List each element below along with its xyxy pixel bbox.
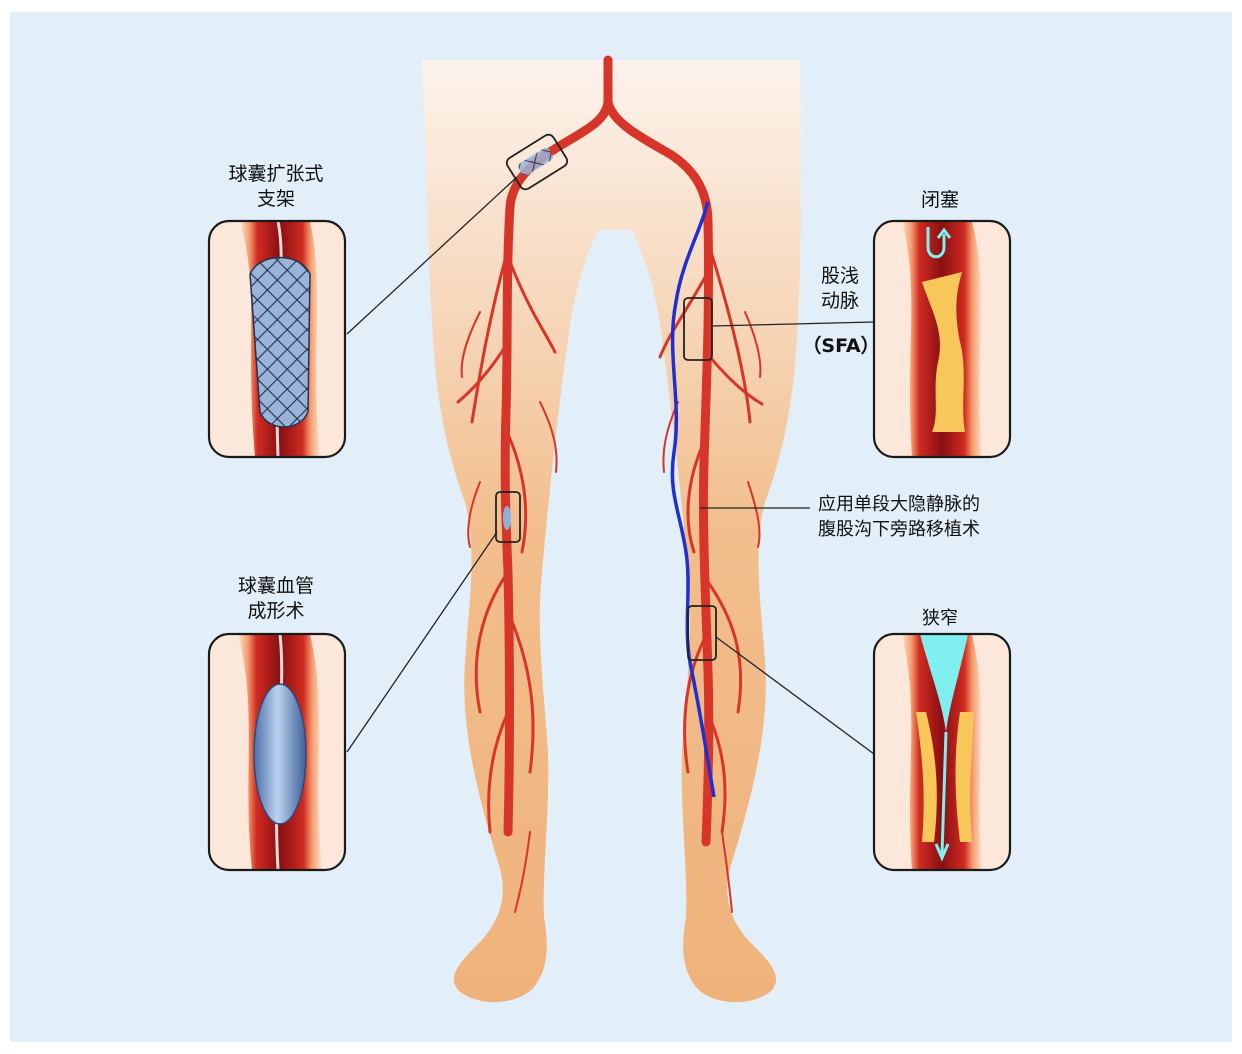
legs-silhouette bbox=[422, 60, 801, 1002]
sfa-label-line1: 股浅 bbox=[800, 264, 880, 289]
stent-label-line1: 球囊扩张式 bbox=[206, 162, 346, 187]
occlusion-label: 闭塞 bbox=[890, 188, 990, 213]
sfa-label: 股浅 动脉 bbox=[800, 264, 880, 314]
sfa-abbr-label: （SFA） bbox=[796, 334, 886, 359]
stenosis-callout bbox=[874, 634, 1010, 870]
stent-label-line2: 支架 bbox=[206, 187, 346, 212]
bypass-label-line1: 应用单段大隐静脉的 bbox=[818, 492, 980, 517]
angioplasty-callout bbox=[209, 634, 345, 870]
sfa-label-line2: 动脉 bbox=[800, 289, 880, 314]
leg-artery-diagram bbox=[10, 12, 1232, 1042]
angioplasty-label-line1: 球囊血管 bbox=[206, 574, 346, 599]
stent-label: 球囊扩张式 支架 bbox=[206, 162, 346, 212]
figure-panel: 球囊扩张式 支架 球囊血管 成形术 闭塞 股浅 动脉 （SFA） 应用单段大隐静… bbox=[10, 12, 1232, 1042]
bypass-label: 应用单段大隐静脉的 腹股沟下旁路移植术 bbox=[818, 492, 980, 542]
stent-callout bbox=[209, 221, 345, 457]
angioplasty-label: 球囊血管 成形术 bbox=[206, 574, 346, 624]
stenosis-label: 狭窄 bbox=[890, 606, 990, 631]
bypass-label-line2: 腹股沟下旁路移植术 bbox=[818, 517, 980, 542]
occlusion-callout bbox=[874, 221, 1010, 457]
angioplasty-label-line2: 成形术 bbox=[206, 599, 346, 624]
